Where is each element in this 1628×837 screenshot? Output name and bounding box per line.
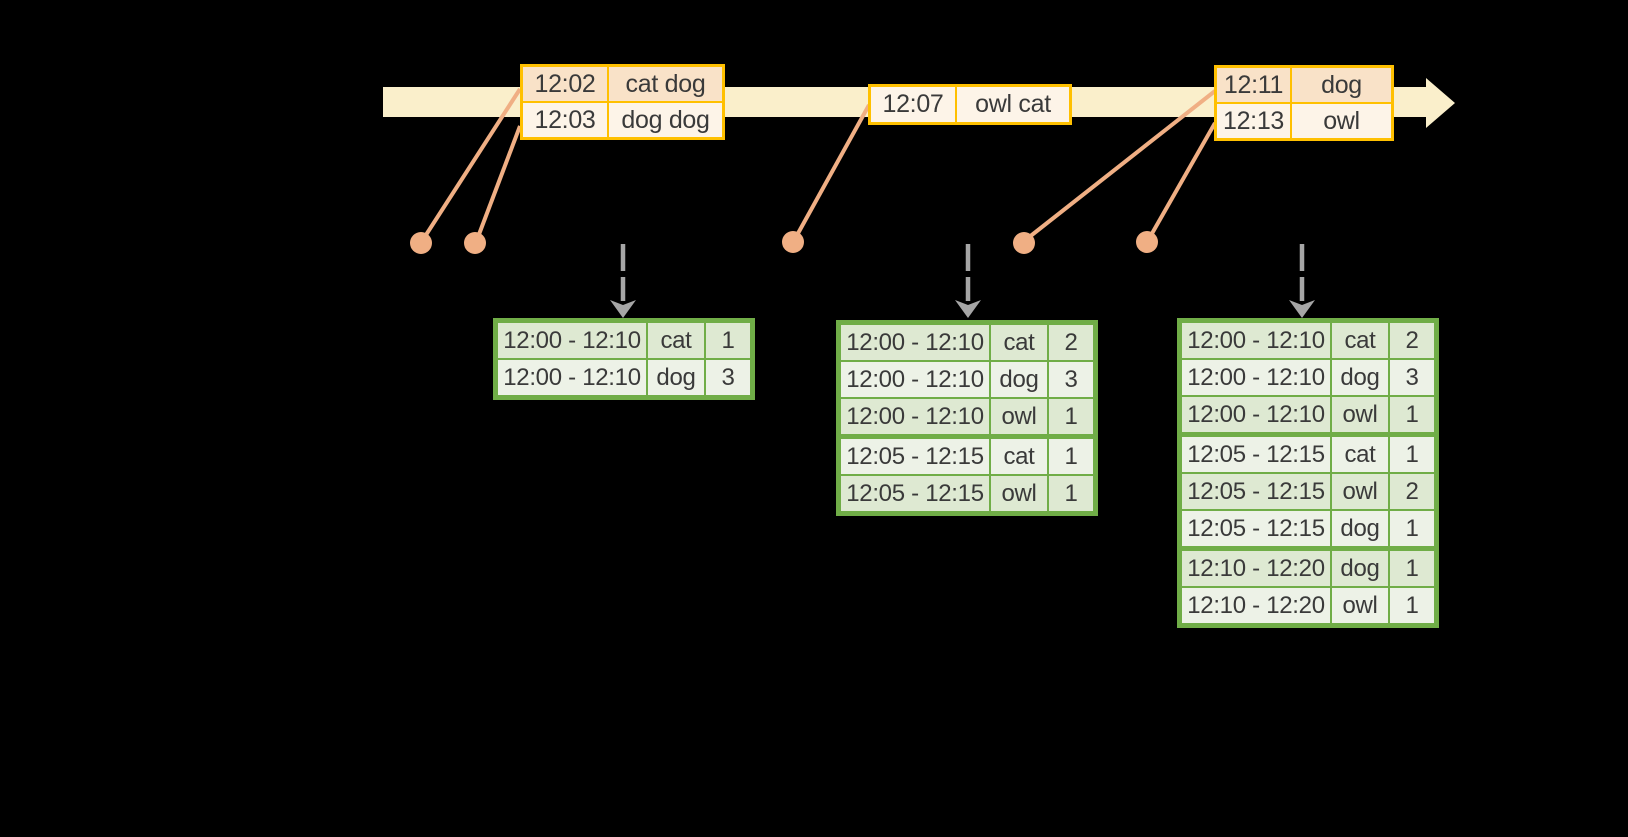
window-group: 12:05 - 12:15 cat 1 12:05 - 12:15 owl 1 (841, 439, 1093, 511)
count-cell: 1 (1390, 588, 1434, 623)
event-words: dog (1292, 68, 1391, 102)
word-cell: owl (1332, 397, 1388, 432)
word-cell: dog (1332, 360, 1388, 395)
down-arrowhead-icon (610, 300, 636, 318)
word-cell: dog (1332, 551, 1388, 586)
event-time: 12:11 (1217, 68, 1290, 102)
event-dot-icon (1136, 231, 1158, 253)
event-dot-icon (782, 231, 804, 253)
word-cell: owl (1332, 474, 1388, 509)
window-cell: 12:00 - 12:10 (1182, 397, 1330, 432)
window-cell: 12:00 - 12:10 (841, 325, 989, 360)
event-dot-icon (464, 232, 486, 254)
window-cell: 12:05 - 12:15 (1182, 474, 1330, 509)
result-table-1: 12:00 - 12:10 cat 1 12:00 - 12:10 dog 3 (493, 318, 755, 400)
word-cell: dog (1332, 511, 1388, 546)
count-cell: 3 (706, 360, 750, 395)
down-arrowhead-icon (1289, 300, 1315, 318)
window-cell: 12:05 - 12:15 (841, 439, 989, 474)
word-cell: cat (991, 325, 1047, 360)
word-cell: owl (991, 399, 1047, 434)
event-record-box-2: 12:07 owl cat (868, 84, 1072, 125)
window-group: 12:00 - 12:10 cat 1 12:00 - 12:10 dog 3 (498, 323, 750, 395)
event-words: dog dog (609, 103, 722, 137)
count-cell: 1 (1390, 551, 1434, 586)
count-cell: 1 (1390, 397, 1434, 432)
event-time: 12:13 (1217, 104, 1290, 138)
count-cell: 1 (1390, 437, 1434, 472)
count-cell: 1 (706, 323, 750, 358)
window-cell: 12:05 - 12:15 (841, 476, 989, 511)
window-group: 12:10 - 12:20 dog 1 12:10 - 12:20 owl 1 (1182, 551, 1434, 623)
event-connector-lines (422, 87, 1217, 240)
event-record-box-3: 12:11 dog 12:13 owl (1214, 65, 1394, 141)
event-dots (410, 231, 1158, 254)
event-time: 12:02 (523, 67, 607, 101)
event-dot-icon (1013, 232, 1035, 254)
result-table-3: 12:00 - 12:10 cat 2 12:00 - 12:10 dog 3 … (1177, 318, 1439, 628)
count-cell: 2 (1390, 323, 1434, 358)
event-record-box-1: 12:02 cat dog 12:03 dog dog (520, 64, 725, 140)
window-cell: 12:00 - 12:10 (1182, 323, 1330, 358)
count-cell: 2 (1390, 474, 1434, 509)
word-cell: owl (1332, 588, 1388, 623)
window-cell: 12:00 - 12:10 (498, 360, 646, 395)
word-cell: owl (991, 476, 1047, 511)
window-cell: 12:00 - 12:10 (841, 362, 989, 397)
down-arrowhead-icon (955, 300, 981, 318)
word-cell: dog (991, 362, 1047, 397)
word-cell: cat (1332, 437, 1388, 472)
connector-line (1148, 122, 1217, 238)
window-group: 12:05 - 12:15 cat 1 12:05 - 12:15 owl 2 … (1182, 437, 1434, 546)
window-cell: 12:05 - 12:15 (1182, 511, 1330, 546)
window-cell: 12:10 - 12:20 (1182, 551, 1330, 586)
count-cell: 1 (1049, 399, 1093, 434)
count-cell: 1 (1390, 511, 1434, 546)
word-cell: cat (648, 323, 704, 358)
window-cell: 12:05 - 12:15 (1182, 437, 1330, 472)
event-dot-icon (410, 232, 432, 254)
connector-line (794, 104, 871, 238)
event-time: 12:03 (523, 103, 607, 137)
connector-line (476, 125, 522, 238)
count-cell: 1 (1049, 439, 1093, 474)
event-words: owl (1292, 104, 1391, 138)
connector-line (1026, 89, 1217, 240)
window-cell: 12:00 - 12:10 (498, 323, 646, 358)
connector-line (422, 87, 522, 240)
window-cell: 12:00 - 12:10 (841, 399, 989, 434)
timeline-arrowhead-icon (1426, 78, 1455, 128)
event-time: 12:07 (871, 87, 955, 122)
window-cell: 12:10 - 12:20 (1182, 588, 1330, 623)
word-cell: cat (1332, 323, 1388, 358)
event-words: cat dog (609, 67, 722, 101)
count-cell: 1 (1049, 476, 1093, 511)
window-group: 12:00 - 12:10 cat 2 12:00 - 12:10 dog 3 … (1182, 323, 1434, 432)
event-words: owl cat (957, 87, 1069, 122)
word-cell: cat (991, 439, 1047, 474)
result-table-2: 12:00 - 12:10 cat 2 12:00 - 12:10 dog 3 … (836, 320, 1098, 516)
count-cell: 3 (1390, 360, 1434, 395)
word-cell: dog (648, 360, 704, 395)
count-cell: 3 (1049, 362, 1093, 397)
count-cell: 2 (1049, 325, 1093, 360)
trigger-arrows (610, 244, 1315, 318)
window-group: 12:00 - 12:10 cat 2 12:00 - 12:10 dog 3 … (841, 325, 1093, 434)
window-cell: 12:00 - 12:10 (1182, 360, 1330, 395)
